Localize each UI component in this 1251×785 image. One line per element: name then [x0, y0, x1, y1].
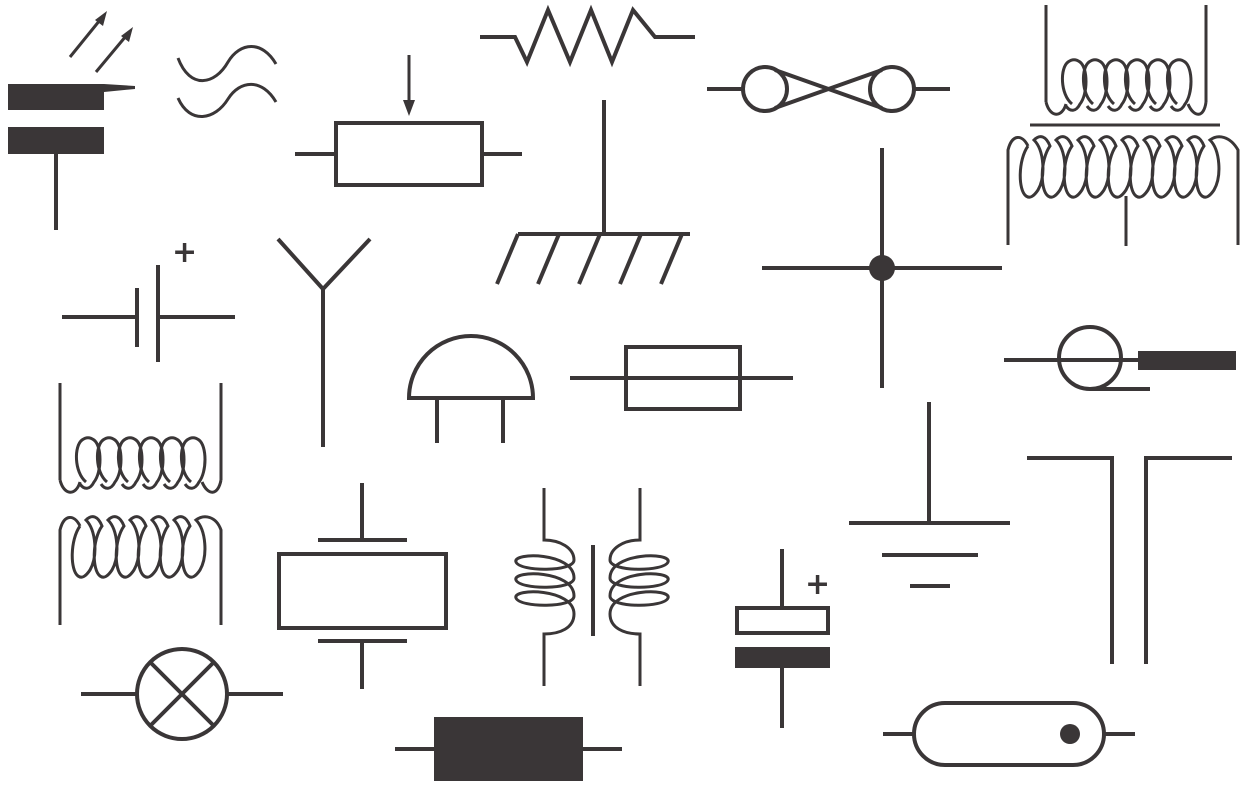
- zigzag-resistor-symbol: [480, 4, 695, 68]
- loop-coupler-symbol: [707, 65, 950, 113]
- transformer-symbol-left: [58, 383, 223, 625]
- wire-junction-symbol: [762, 148, 1002, 388]
- battery-cell-symbol: +: [62, 235, 235, 362]
- switch-contacts-symbol: [1027, 456, 1232, 664]
- transformer-symbol-top-right: [1006, 5, 1240, 246]
- crystal-symbol: [277, 483, 448, 689]
- sensor-dome-symbol: [406, 334, 536, 443]
- lamp-symbol: [81, 647, 283, 741]
- coupled-inductors-symbol: [514, 488, 670, 686]
- variable-resistor-symbol: [295, 55, 522, 187]
- earth-ground-symbol: [849, 402, 1010, 588]
- polarized-capacitor-symbol: +: [735, 549, 830, 728]
- svg-text:+: +: [805, 567, 830, 602]
- photocapacitor-symbol: [8, 11, 135, 230]
- reed-switch-symbol: [883, 701, 1135, 767]
- chassis-ground-symbol: [495, 100, 690, 285]
- svg-text:+: +: [172, 235, 197, 270]
- fuse-symbol: [570, 345, 793, 411]
- antenna-symbol: [276, 237, 372, 447]
- fixed-resistor-symbol: [395, 717, 622, 781]
- ac-source-symbol: [176, 45, 278, 118]
- probe-symbol: [1004, 325, 1236, 391]
